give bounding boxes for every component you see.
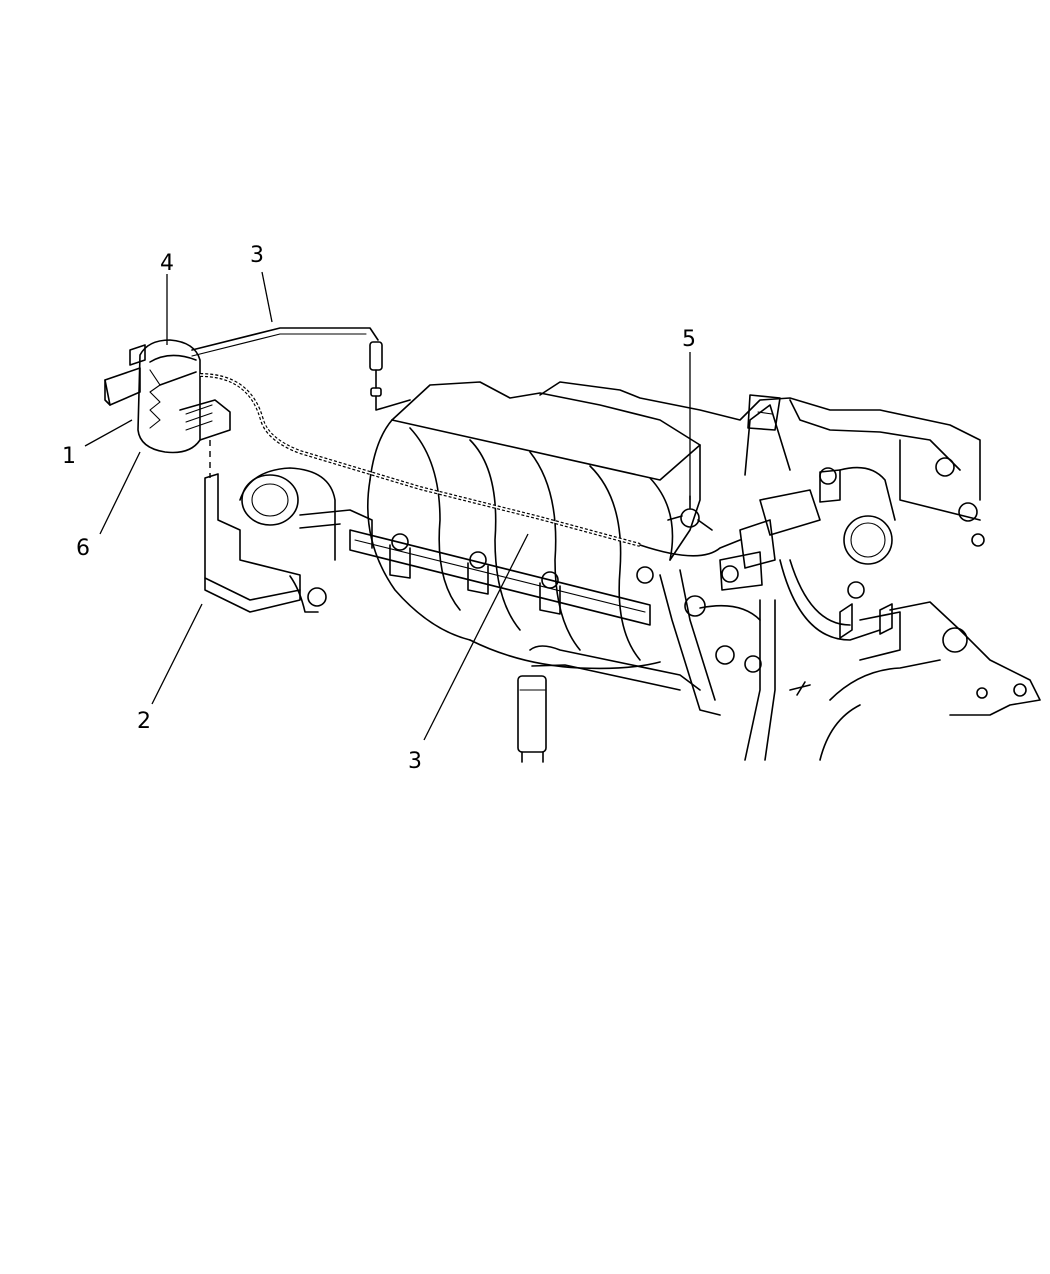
callout-5: 5 [682, 327, 696, 352]
engine-right-section [539, 381, 1041, 761]
callout-labels: 4 3 1 6 2 3 5 [62, 243, 696, 774]
callout-6: 6 [76, 536, 90, 561]
callout-1: 1 [62, 444, 76, 469]
hose-fitting [667, 495, 713, 531]
intake-manifold [349, 381, 701, 670]
callout-3-bottom: 3 [408, 749, 422, 774]
callout-2: 2 [137, 709, 151, 734]
vacuum-valve-assembly [104, 339, 231, 478]
callout-3-top: 3 [250, 243, 264, 268]
vacuum-hoses [191, 327, 741, 557]
leader-lines [84, 271, 691, 741]
bracket-assembly [204, 467, 373, 613]
callout-4: 4 [160, 251, 174, 276]
lower-pipe [517, 645, 701, 763]
